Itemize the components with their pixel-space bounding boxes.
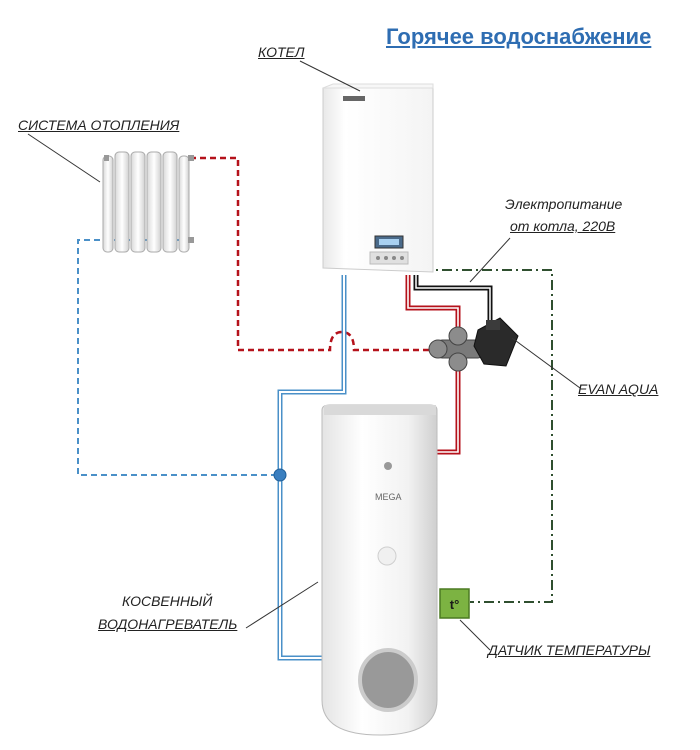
heating-return-pipe [77, 239, 282, 476]
boiler-icon [322, 83, 434, 273]
sensor-wire [422, 269, 553, 603]
valve-icon [428, 317, 519, 372]
heater-callout-line [245, 581, 319, 629]
boiler-return-pipe [273, 275, 347, 661]
radiator-icon [102, 151, 194, 253]
heater-label-line2: ВОДОНАГРЕВАТЕЛЬ [98, 616, 238, 632]
radiator-callout-line [27, 133, 101, 183]
boiler-callout-line [299, 60, 361, 92]
boiler-label: КОТЕЛ [258, 44, 305, 60]
heater-label-line1: КОСВЕННЫЙ [122, 593, 213, 609]
power-label-line1: Электропитание [505, 196, 623, 212]
callout-lines [27, 60, 581, 651]
valve-label: EVAN AQUA [578, 381, 659, 397]
sensor-label: ДАТЧИК ТЕМПЕРАТУРЫ [488, 642, 651, 658]
water-heater-icon: MEGA [321, 404, 438, 736]
sensor-callout-line [459, 619, 491, 651]
tank-brand: MEGA [375, 492, 402, 502]
power-callout-line [469, 237, 511, 283]
temperature-sensor-icon: t° [439, 588, 470, 619]
sensor-symbol: t° [450, 597, 460, 612]
boiler-supply-pipe [405, 275, 461, 455]
power-label-line2: от котла, 220В [510, 218, 616, 234]
valve-callout-line [511, 337, 581, 389]
pipe-junction [273, 468, 287, 482]
power-cable [413, 275, 493, 320]
heating-supply-pipe [190, 156, 440, 352]
diagram-title: Горячее водоснабжение [386, 24, 652, 49]
heating-system-label: СИСТЕМА ОТОПЛЕНИЯ [18, 117, 180, 133]
